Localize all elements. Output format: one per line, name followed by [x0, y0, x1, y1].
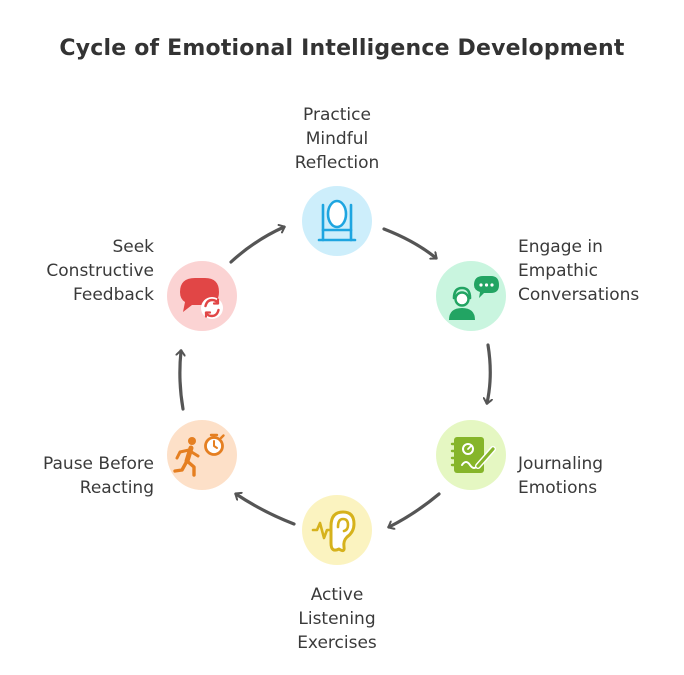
step-node-active-listening	[302, 495, 372, 565]
arrow-pause-to-feedback	[180, 351, 183, 411]
arrow-feedback-to-reflection	[229, 227, 284, 264]
runner-stopwatch-icon	[173, 433, 225, 477]
cycle-arrows	[180, 227, 490, 527]
ear-soundwave-icon	[311, 510, 356, 553]
arrow-reflection-to-conversations	[382, 227, 436, 258]
step-node-mindful-reflection	[302, 186, 372, 256]
arrow-listening-to-pause	[236, 494, 296, 526]
step-node-journaling-emotions	[436, 420, 506, 490]
step-node-pause-before-reacting	[167, 420, 237, 490]
diagram-title: Cycle of Emotional Intelligence Developm…	[59, 36, 625, 61]
step-node-empathic-conversations	[436, 261, 506, 331]
arrow-journaling-to-listening	[389, 492, 441, 527]
mirror-icon	[317, 199, 357, 242]
journal-pen-icon	[450, 437, 496, 473]
feedback-bubble-icon	[180, 278, 223, 319]
arrow-conversations-to-journaling	[487, 343, 490, 403]
person-speech-icon	[449, 276, 499, 320]
step-node-constructive-feedback	[167, 261, 237, 331]
